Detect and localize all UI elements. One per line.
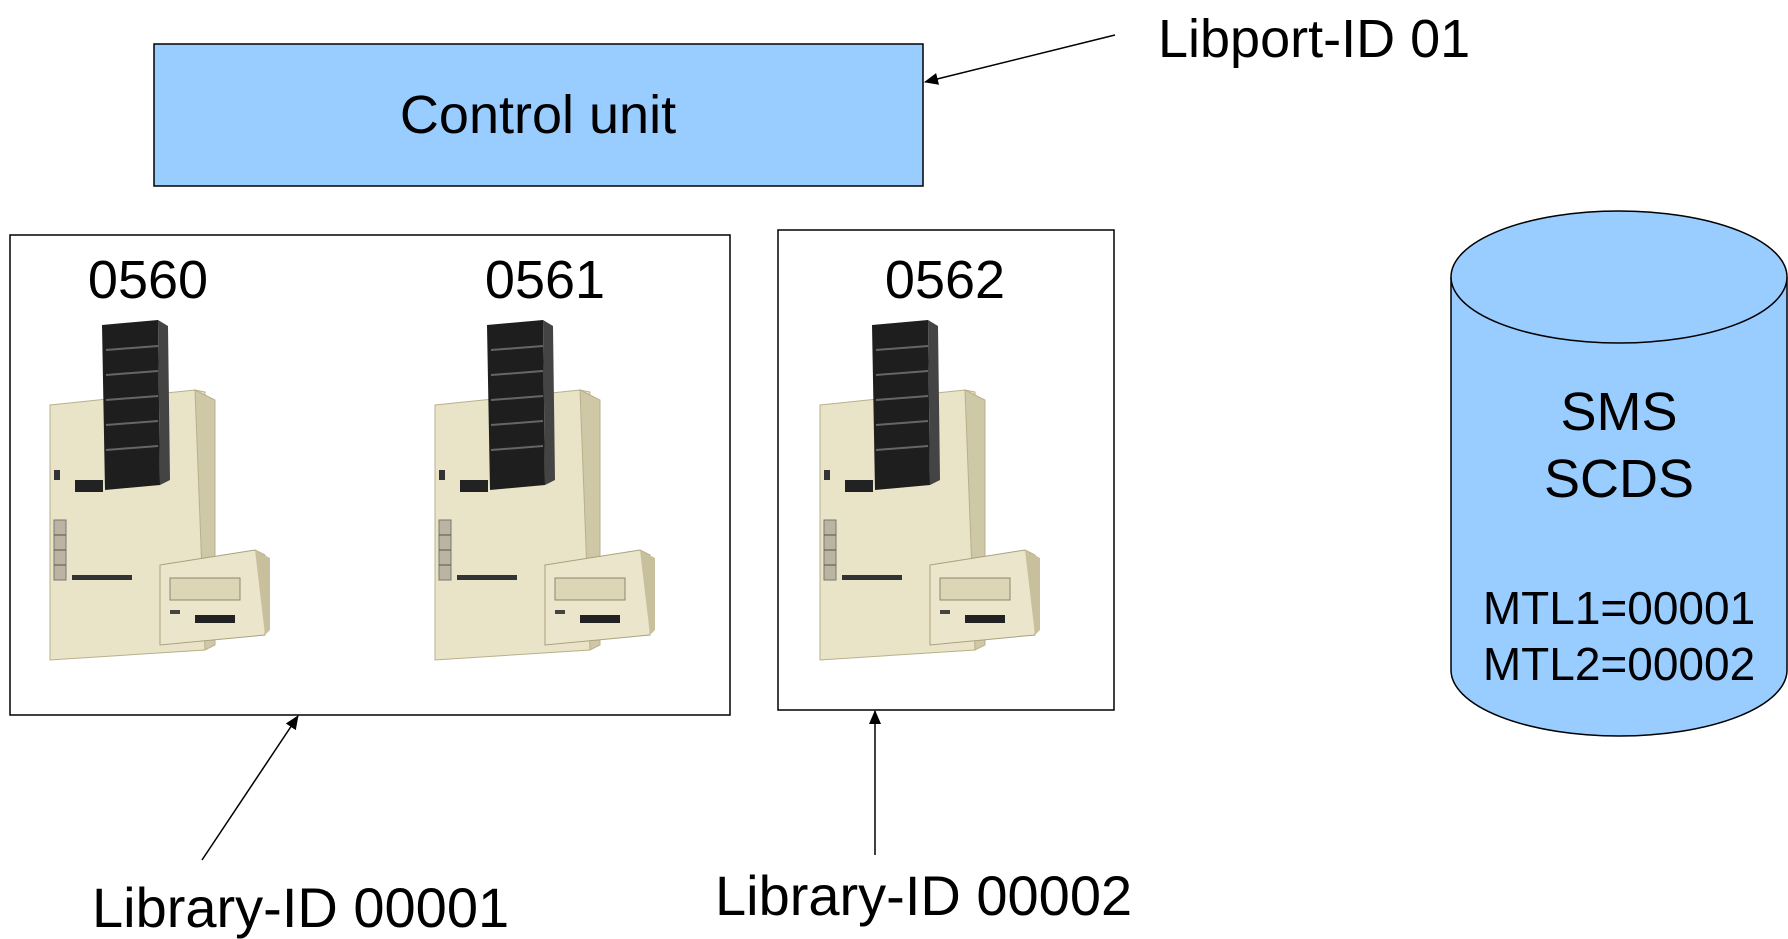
- library-1-arrow: [201, 715, 299, 861]
- device-address-0562: 0562: [885, 250, 1005, 310]
- libport-label: Libport-ID 01: [1158, 9, 1470, 69]
- scds-cylinder: [1450, 210, 1788, 737]
- device-address-0560: 0560: [88, 250, 208, 310]
- library-1-label: Library-ID 00001: [92, 876, 509, 939]
- control-unit-label: Control unit: [400, 85, 676, 145]
- control-unit-box: [153, 43, 924, 187]
- device-address-0561: 0561: [485, 250, 605, 310]
- library-2-label: Library-ID 00002: [715, 864, 1132, 927]
- scds-mtl2: MTL2=00002: [1483, 638, 1755, 690]
- scds-mtl1: MTL1=00001: [1483, 582, 1755, 634]
- scds-title-line1: SMS: [1560, 382, 1677, 442]
- libport-arrow: [924, 34, 1116, 85]
- scds-title-line2: SCDS: [1544, 449, 1694, 509]
